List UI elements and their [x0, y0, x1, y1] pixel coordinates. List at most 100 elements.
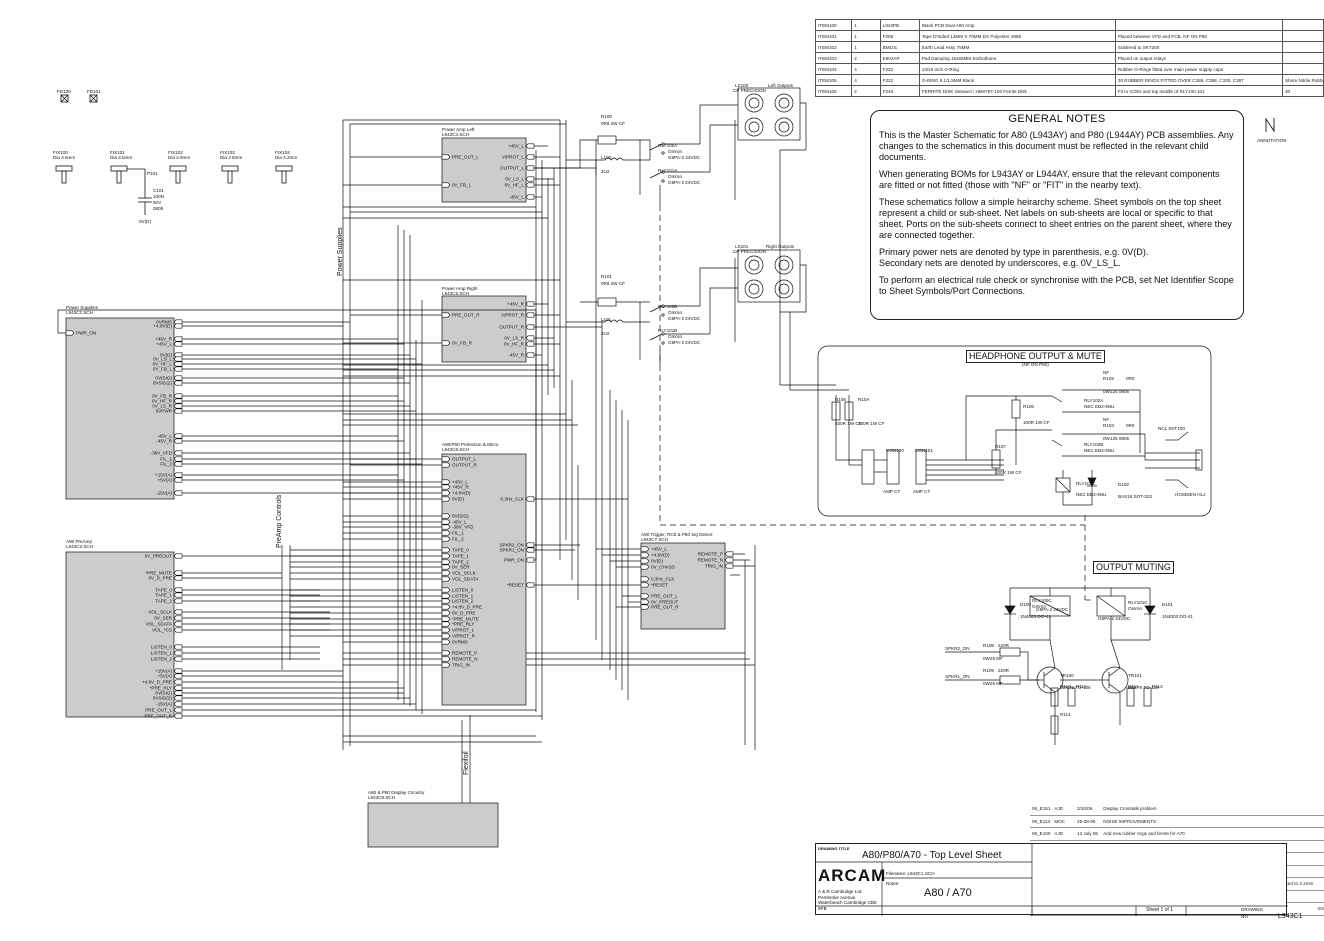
port-marker [173, 609, 183, 615]
fd100-label: FD100 [57, 89, 71, 94]
port-marker [525, 335, 535, 341]
bom-cell: Blank PCB Dual A80 Amp [918, 19, 1116, 31]
preamp-port: VOL_*CS [152, 628, 172, 633]
trig-port: 0V(D) [651, 559, 663, 564]
protection-micro-block[interactable] [441, 453, 527, 706]
port-marker [525, 312, 535, 318]
prot-port: +4.8V_D_PRE [452, 605, 482, 610]
revision-cell: Display Crosstalk problem [1101, 803, 1316, 816]
preamp-port: +4.8V_D_PRE [142, 680, 172, 685]
port-marker [173, 713, 183, 719]
r107-value: 100R 1W CF [995, 470, 1022, 475]
general-notes-title: GENERAL NOTES [1008, 113, 1106, 125]
left-output-terminals [737, 87, 801, 141]
psu-port: +5V(A) [158, 478, 173, 483]
preamp-port: 0V(SIG) [155, 691, 172, 696]
port-marker [441, 616, 451, 622]
r106-label: R106 [1023, 404, 1034, 409]
notes-paragraph-6: To perform an electrical rule check or s… [879, 275, 1234, 296]
port-marker [173, 592, 183, 598]
port-marker [173, 621, 183, 627]
rly101c-type: G5PA-2 24VDC [1098, 616, 1131, 621]
fix102-dia: Dia 3.5mm [168, 155, 190, 160]
port-marker [441, 621, 451, 627]
c101-value1: 100N [153, 194, 164, 199]
power-amp-right-block[interactable] [441, 295, 527, 363]
preamp-file: L943C3.SCH [66, 544, 93, 549]
trigger-block[interactable] [640, 542, 726, 630]
port-marker [173, 679, 183, 685]
bom-cell: Soldered to SKT200 [1114, 41, 1283, 53]
psu-port: 0V_HF_L [153, 362, 173, 367]
ls100-label: LS100 [735, 83, 749, 88]
rly100c-type: G5PA-2 24VDC [1036, 607, 1069, 612]
preamp-port: VOL_SDATA [146, 622, 173, 627]
l101-label: L101 [601, 317, 612, 322]
rly100c-omron: Omron [1032, 604, 1046, 609]
r10a-label: R10A [858, 397, 870, 402]
prot-port: -45V_L [452, 520, 467, 525]
psu-port: +45V_L [156, 342, 172, 347]
revision-cell: 6.2 [1315, 815, 1324, 828]
r100-value: 0R6 2W CF [601, 121, 625, 126]
prot-port: *RESET [507, 583, 524, 588]
port-marker [173, 695, 183, 701]
preamp-port: TAPE_0 [155, 588, 172, 593]
annotation-icon[interactable] [1265, 117, 1275, 133]
prot-port: +45V_R [452, 485, 469, 490]
psu-port: 0V_HF_R [152, 399, 173, 404]
preamp-block[interactable] [65, 551, 175, 718]
power-supplies-bus-label: Power Supplies [337, 227, 344, 276]
bom-cell: 30 RUBBER RINGS FITTED OVER C386, C388, … [1114, 74, 1283, 86]
revision-cell: ISSUE [1315, 902, 1324, 916]
preamp-port: PRE_OUT_L [145, 708, 172, 713]
par-port: -45V_R [508, 353, 524, 358]
par-file: L943C5.SCH [442, 291, 469, 296]
par-port: PRE_OUT_R [452, 313, 480, 318]
port-marker [173, 707, 183, 713]
prot-port: *PRE_MUTE [452, 617, 479, 622]
port-marker [173, 490, 183, 496]
l100-label: L100 [601, 155, 612, 160]
port-marker [173, 627, 183, 633]
fd101-label: FD101 [87, 89, 101, 94]
port-marker [525, 582, 535, 588]
con100-label: CON100 [886, 448, 904, 453]
preamp-port: -15V(A) [156, 702, 172, 707]
port-marker [173, 461, 183, 467]
ls101-label: LS101 [735, 244, 749, 249]
port-marker [173, 450, 183, 456]
r102-label: R102 [1103, 376, 1114, 381]
prot-port: LISTEN_2 [452, 599, 474, 604]
port-marker [173, 438, 183, 444]
prot-port: V/PROT_L [452, 628, 475, 633]
rly100b-type: G5PA-2 24VDC [668, 316, 701, 321]
bom-cell: F232 [879, 74, 920, 86]
bom-cell: 4 [851, 74, 881, 86]
bom-cell: E602AP [879, 52, 920, 64]
prot-port: 0V_SER [452, 565, 470, 570]
r105-value: 330R 1W CF [835, 421, 862, 426]
port-marker [173, 380, 183, 386]
skt100-label: NCL SKT100 [1158, 426, 1185, 431]
display-block[interactable] [367, 802, 499, 848]
port-marker [441, 479, 451, 485]
preamp-port: +15V(A) [155, 669, 172, 674]
rly100a-omron: Omron [668, 149, 682, 154]
power-supplies-block[interactable] [65, 317, 175, 500]
port-marker [441, 519, 451, 525]
d101-label: D101 [1162, 602, 1173, 607]
power-amp-left-block[interactable] [441, 137, 527, 203]
prot-port: LISTEN_1 [452, 594, 474, 599]
rly101b-omron: Omron [668, 334, 682, 339]
prot-port: 0V(SIG) [452, 514, 469, 519]
bom-cell: FERRITE DISK Steward / HM0787-100 Ferrit… [918, 85, 1116, 97]
d101-value: 1N4003 DO-41 [1162, 614, 1193, 619]
revision-cell: 5.1 [1315, 865, 1324, 878]
port-marker [525, 154, 535, 160]
